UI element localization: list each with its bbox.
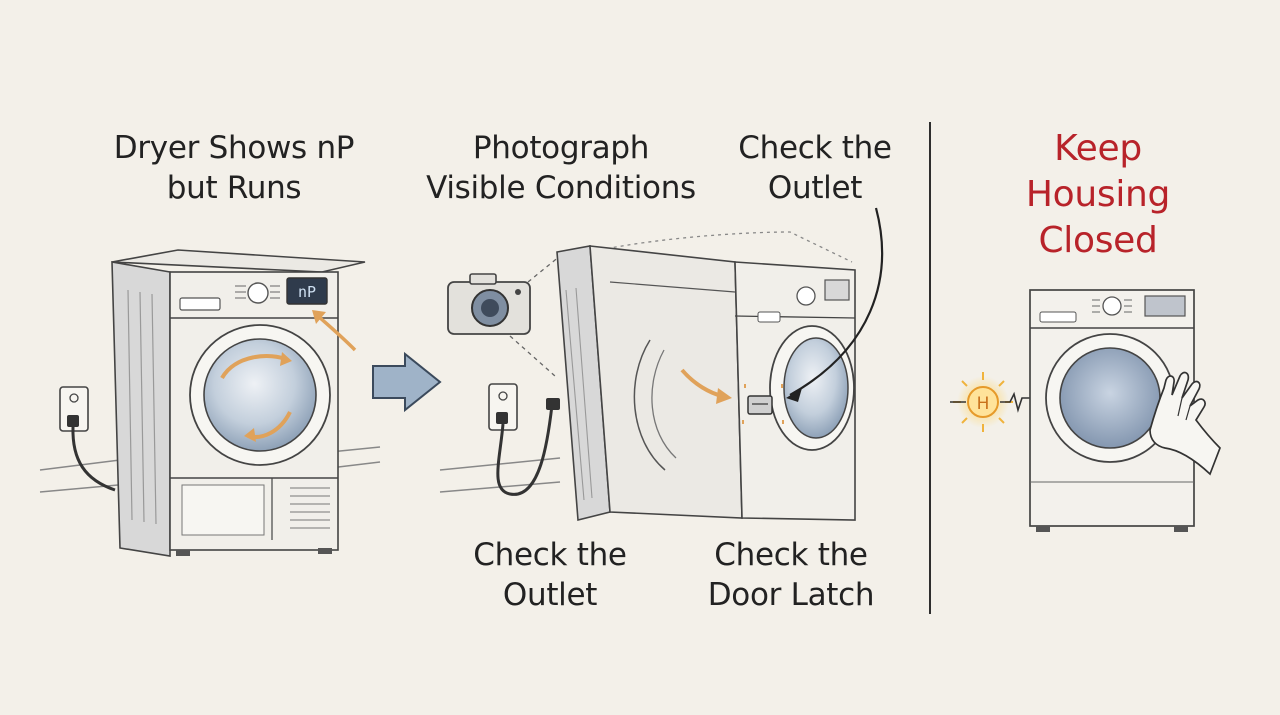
flow-arrow-icon	[372, 351, 442, 413]
label-line: Visible Conditions	[426, 170, 696, 206]
label-line: Check the	[473, 537, 627, 573]
label-photograph: Photograph Visible Conditions	[415, 128, 707, 208]
label-line: but Runs	[166, 170, 302, 206]
label-line: Door Latch	[707, 577, 875, 613]
dryer-appliance: nP	[111, 249, 366, 557]
camera-icon	[447, 273, 531, 335]
label-line: Check the	[714, 537, 868, 573]
label-line: Housing	[1025, 174, 1171, 215]
display-code: nP	[298, 283, 316, 301]
panel-1-dryer-np: nP	[39, 249, 381, 557]
panel-3-warning: H	[950, 289, 1221, 532]
hand-icon	[1149, 371, 1221, 476]
outlet-pointer-arrow	[789, 207, 884, 396]
panel-2-inspection	[439, 207, 884, 522]
np-display	[286, 277, 328, 305]
label-check-outlet-top: Check the Outlet	[724, 128, 906, 208]
outlet-icon	[59, 386, 116, 492]
label-check-door-latch: Check the Door Latch	[690, 535, 892, 615]
label-line: Photograph	[472, 130, 650, 166]
label-dryer-shows-np: Dryer Shows nP but Runs	[92, 128, 376, 208]
door-latch	[747, 395, 773, 415]
heat-badge-letter: H	[977, 394, 990, 414]
outlet-icon	[488, 383, 560, 496]
label-keep-housing-closed: Keep Housing Closed	[1010, 126, 1186, 264]
label-line: Closed	[1038, 220, 1158, 261]
label-line: Check the	[738, 130, 892, 166]
heat-warning-icon: H	[950, 372, 1030, 432]
label-line: Outlet	[767, 170, 863, 206]
label-line: Outlet	[502, 577, 598, 613]
label-line: Keep	[1054, 128, 1142, 169]
label-line: Dryer Shows nP	[113, 130, 355, 166]
label-check-outlet-bottom: Check the Outlet	[456, 535, 644, 615]
